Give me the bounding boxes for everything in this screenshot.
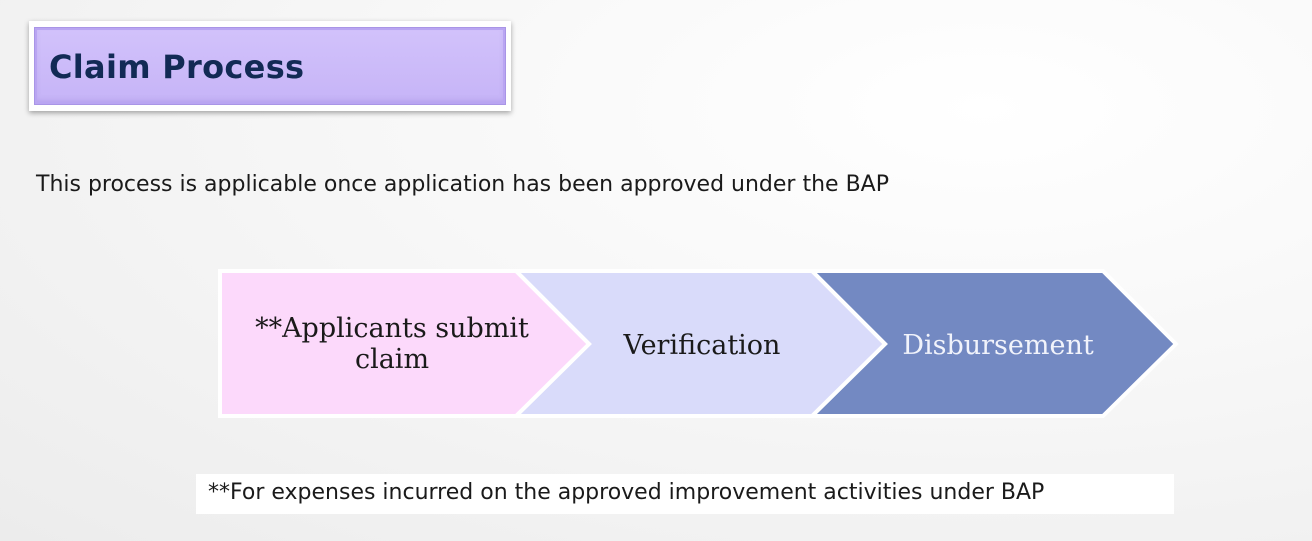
intro-text: This process is applicable once applicat… [36,172,889,197]
step-1-label: **Applicants submit claim [255,313,529,375]
step-2-label: Verification [623,330,781,361]
step-3-label: Disbursement [902,330,1094,361]
title-banner: Claim Process [29,21,511,111]
footnote-text: **For expenses incurred on the approved … [208,480,1045,505]
title-box: Claim Process [34,27,506,105]
page-title: Claim Process [49,48,305,86]
footnote: **For expenses incurred on the approved … [196,474,1174,514]
